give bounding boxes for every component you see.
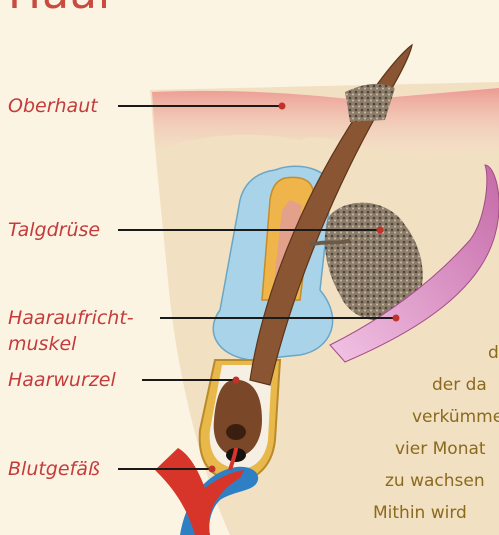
label-haaraufricht-line2: muskel: [8, 332, 76, 356]
page-title: Haar: [8, 0, 117, 16]
body-text-line-3: verkümme: [412, 407, 499, 427]
body-text-line-6: Mithin wird: [373, 503, 467, 523]
label-haaraufricht-line1: Haaraufricht-: [8, 306, 134, 330]
label-blutgefaess: Blutgefäß: [8, 457, 100, 481]
label-talgdruese: Talgdrüse: [8, 218, 100, 242]
hair-bulb: [214, 380, 262, 456]
body-text-line-2: der da: [432, 375, 487, 395]
body-text-line-5: zu wachsen: [385, 471, 485, 491]
label-oberhaut: Oberhaut: [8, 94, 98, 118]
body-text-line-4: vier Monat: [395, 439, 486, 459]
body-text-line-1: d: [488, 343, 499, 363]
label-haarwurzel: Haarwurzel: [8, 368, 116, 392]
